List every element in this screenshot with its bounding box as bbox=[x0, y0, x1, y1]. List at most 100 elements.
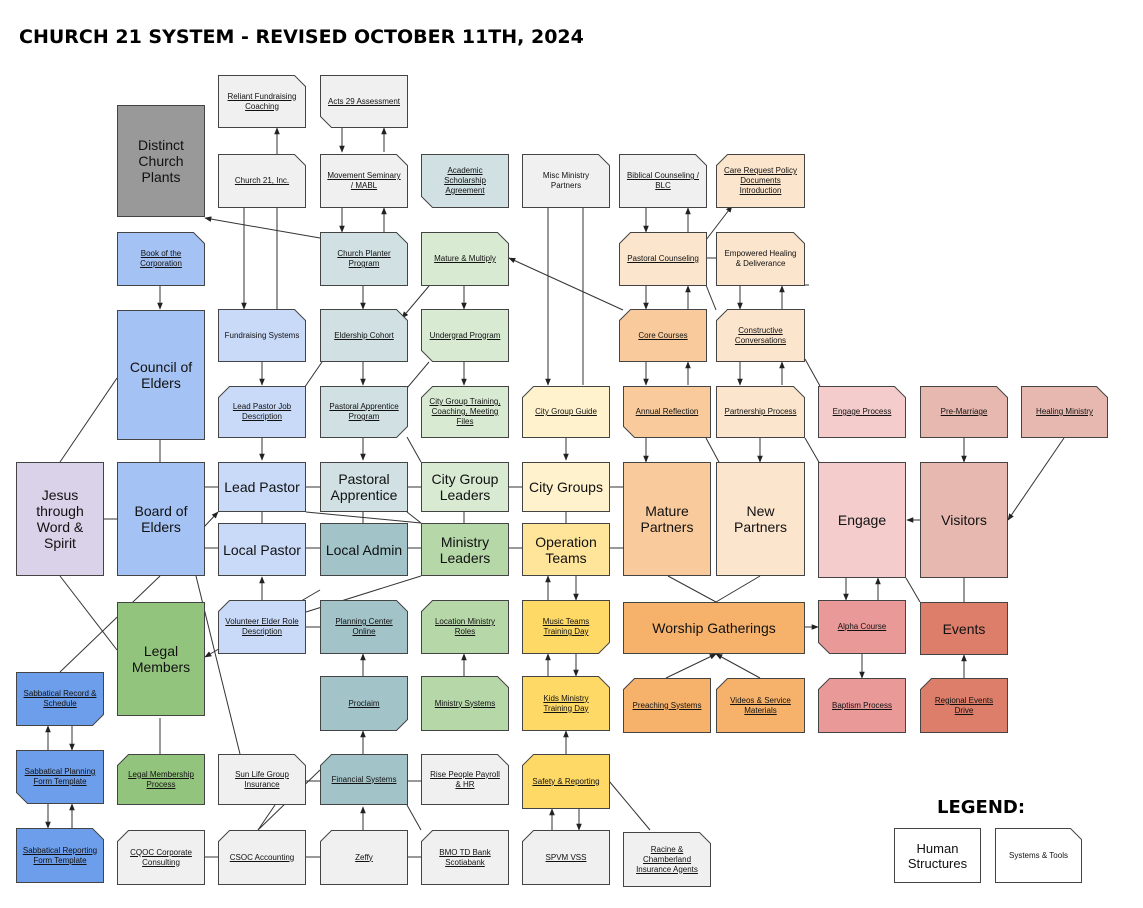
node-shape bbox=[421, 386, 509, 438]
node-shape bbox=[421, 309, 509, 362]
node-shape bbox=[320, 676, 408, 731]
connector-line bbox=[406, 804, 422, 831]
node-pastoral-counseling[interactable]: Pastoral Counseling bbox=[619, 232, 707, 286]
node-council-of-elders: Council of Elders bbox=[117, 310, 205, 440]
node-legal-membership-process[interactable]: Legal Membership Process bbox=[117, 754, 205, 805]
node-spvm-vss[interactable]: SPVM VSS bbox=[522, 830, 610, 885]
node-shape bbox=[818, 600, 906, 654]
node-sabbatical-record[interactable]: Sabbatical Record & Schedule bbox=[16, 672, 104, 726]
node-rise-people[interactable]: Rise People Payroll & HR bbox=[421, 754, 509, 805]
node-shape bbox=[522, 154, 610, 208]
node-sun-life-insurance[interactable]: Sun Life Group Insurance bbox=[218, 754, 306, 805]
node-shape bbox=[320, 386, 408, 438]
node-alpha-course[interactable]: Alpha Course bbox=[818, 600, 906, 654]
connector-arrow bbox=[665, 653, 717, 679]
node-core-courses[interactable]: Core Courses bbox=[619, 309, 707, 362]
node-financial-systems[interactable]: Financial Systems bbox=[320, 754, 408, 805]
node-planning-center-online[interactable]: Planning Center Online bbox=[320, 600, 408, 654]
node-visitors: Visitors bbox=[920, 462, 1008, 578]
node-jesus-through-word-spirit: Jesus through Word & Spirit bbox=[16, 462, 104, 576]
node-partnership-process[interactable]: Partnership Process bbox=[716, 386, 805, 438]
node-city-group-guide[interactable]: City Group Guide bbox=[522, 386, 610, 438]
connector-line bbox=[608, 780, 651, 831]
node-shape bbox=[623, 832, 711, 887]
node-lead-pastor-job-description[interactable]: Lead Pastor Job Description bbox=[218, 386, 306, 438]
node-kids-ministry-training[interactable]: Kids Ministry Training Day bbox=[522, 676, 610, 731]
node-zeffy[interactable]: Zeffy bbox=[320, 830, 408, 885]
node-shape bbox=[522, 600, 610, 654]
node-church21-inc[interactable]: Church 21, Inc. bbox=[218, 154, 306, 208]
node-academic-scholarship[interactable]: Academic Scholarship Agreement bbox=[421, 154, 509, 208]
node-pastoral-apprentice-program[interactable]: Pastoral Apprentice Program bbox=[320, 386, 408, 438]
node-shape bbox=[522, 386, 610, 438]
node-healing-ministry[interactable]: Healing Ministry bbox=[1021, 386, 1108, 438]
node-ministry-systems[interactable]: Ministry Systems bbox=[421, 676, 509, 731]
node-csoc-accounting[interactable]: CSOC Accounting bbox=[218, 830, 306, 885]
node-undergrad-program[interactable]: Undergrad Program bbox=[421, 309, 509, 362]
node-shape bbox=[1021, 386, 1108, 438]
connector-line bbox=[667, 575, 717, 603]
node-regional-events-drive[interactable]: Regional Events Drive bbox=[920, 678, 1008, 733]
node-shape bbox=[218, 754, 306, 805]
node-shape bbox=[995, 828, 1082, 883]
node-racine-chamberland[interactable]: Racine & Chamberland Insurance Agents bbox=[623, 832, 711, 887]
node-engage-process[interactable]: Engage Process bbox=[818, 386, 906, 438]
node-mature-multiply[interactable]: Mature & Multiply bbox=[421, 232, 509, 286]
connector-line bbox=[715, 575, 761, 603]
node-shape bbox=[218, 600, 306, 654]
node-city-group-training[interactable]: City Group Training, Coaching, Meeting F… bbox=[421, 386, 509, 438]
node-shape bbox=[818, 678, 906, 733]
connector-line bbox=[406, 511, 422, 524]
node-shape bbox=[920, 678, 1008, 733]
node-shape bbox=[522, 676, 610, 731]
node-shape bbox=[218, 386, 306, 438]
node-acts29-assessment[interactable]: Acts 29 Assessment bbox=[320, 75, 408, 128]
connector-line bbox=[804, 437, 821, 465]
node-movement-seminary[interactable]: Movement Seminary / MABL bbox=[320, 154, 408, 208]
node-reliant-fundraising-coaching[interactable]: Reliant Fundraising Coaching bbox=[218, 75, 306, 128]
node-book-of-corporation[interactable]: Book of the Corporation bbox=[117, 232, 205, 286]
node-shape bbox=[16, 750, 104, 804]
node-videos-service-materials[interactable]: Videos & Service Materials bbox=[716, 678, 805, 733]
node-shape bbox=[320, 830, 408, 885]
node-shape bbox=[421, 754, 509, 805]
node-eldership-cohort[interactable]: Eldership Cohort bbox=[320, 309, 408, 362]
node-shape bbox=[619, 154, 707, 208]
node-shape bbox=[16, 672, 104, 726]
node-shape bbox=[920, 386, 1008, 438]
node-shape bbox=[218, 75, 306, 128]
node-shape bbox=[623, 678, 711, 733]
node-constructive-conversations[interactable]: Constructive Conversations bbox=[716, 309, 805, 362]
node-music-teams-training[interactable]: Music Teams Training Day bbox=[522, 600, 610, 654]
node-preaching-systems[interactable]: Preaching Systems bbox=[623, 678, 711, 733]
node-church-planter-program[interactable]: Church Planter Program bbox=[320, 232, 408, 286]
node-bmo-td-scotiabank[interactable]: BMO TD Bank Scotiabank bbox=[421, 830, 509, 885]
node-shape bbox=[818, 386, 906, 438]
node-proclaim[interactable]: Proclaim bbox=[320, 676, 408, 731]
node-local-admin: Local Admin bbox=[320, 523, 408, 576]
node-shape bbox=[218, 830, 306, 885]
node-cqoc-consulting[interactable]: CQOC Corporate Consulting bbox=[117, 830, 205, 885]
node-shape bbox=[716, 309, 805, 362]
node-care-request-policy[interactable]: Care Request Policy Documents Introducti… bbox=[716, 154, 805, 208]
connector-line bbox=[406, 436, 422, 463]
node-shape bbox=[421, 600, 509, 654]
node-sabbatical-planning-form[interactable]: Sabbatical Planning Form Template bbox=[16, 750, 104, 804]
node-shape bbox=[623, 386, 711, 438]
node-biblical-counseling[interactable]: Biblical Counseling / BLC bbox=[619, 154, 707, 208]
node-sabbatical-reporting-form[interactable]: Sabbatical Reporting Form Template bbox=[16, 828, 104, 883]
node-shape bbox=[716, 154, 805, 208]
node-shape bbox=[320, 154, 408, 208]
legend-systems-tools: Systems & Tools bbox=[995, 828, 1082, 883]
connector-line bbox=[905, 577, 921, 603]
node-location-ministry-roles[interactable]: Location Ministry Roles bbox=[421, 600, 509, 654]
node-lead-pastor: Lead Pastor bbox=[218, 462, 306, 512]
node-shape bbox=[716, 232, 805, 286]
node-safety-reporting[interactable]: Safety & Reporting bbox=[522, 754, 610, 809]
node-shape bbox=[218, 154, 306, 208]
node-annual-reflection[interactable]: Annual Reflection bbox=[623, 386, 711, 438]
node-pre-marriage[interactable]: Pre-Marriage bbox=[920, 386, 1008, 438]
node-shape bbox=[320, 754, 408, 805]
node-baptism-process[interactable]: Baptism Process bbox=[818, 678, 906, 733]
node-volunteer-elder-role[interactable]: Volunteer Elder Role Description bbox=[218, 600, 306, 654]
